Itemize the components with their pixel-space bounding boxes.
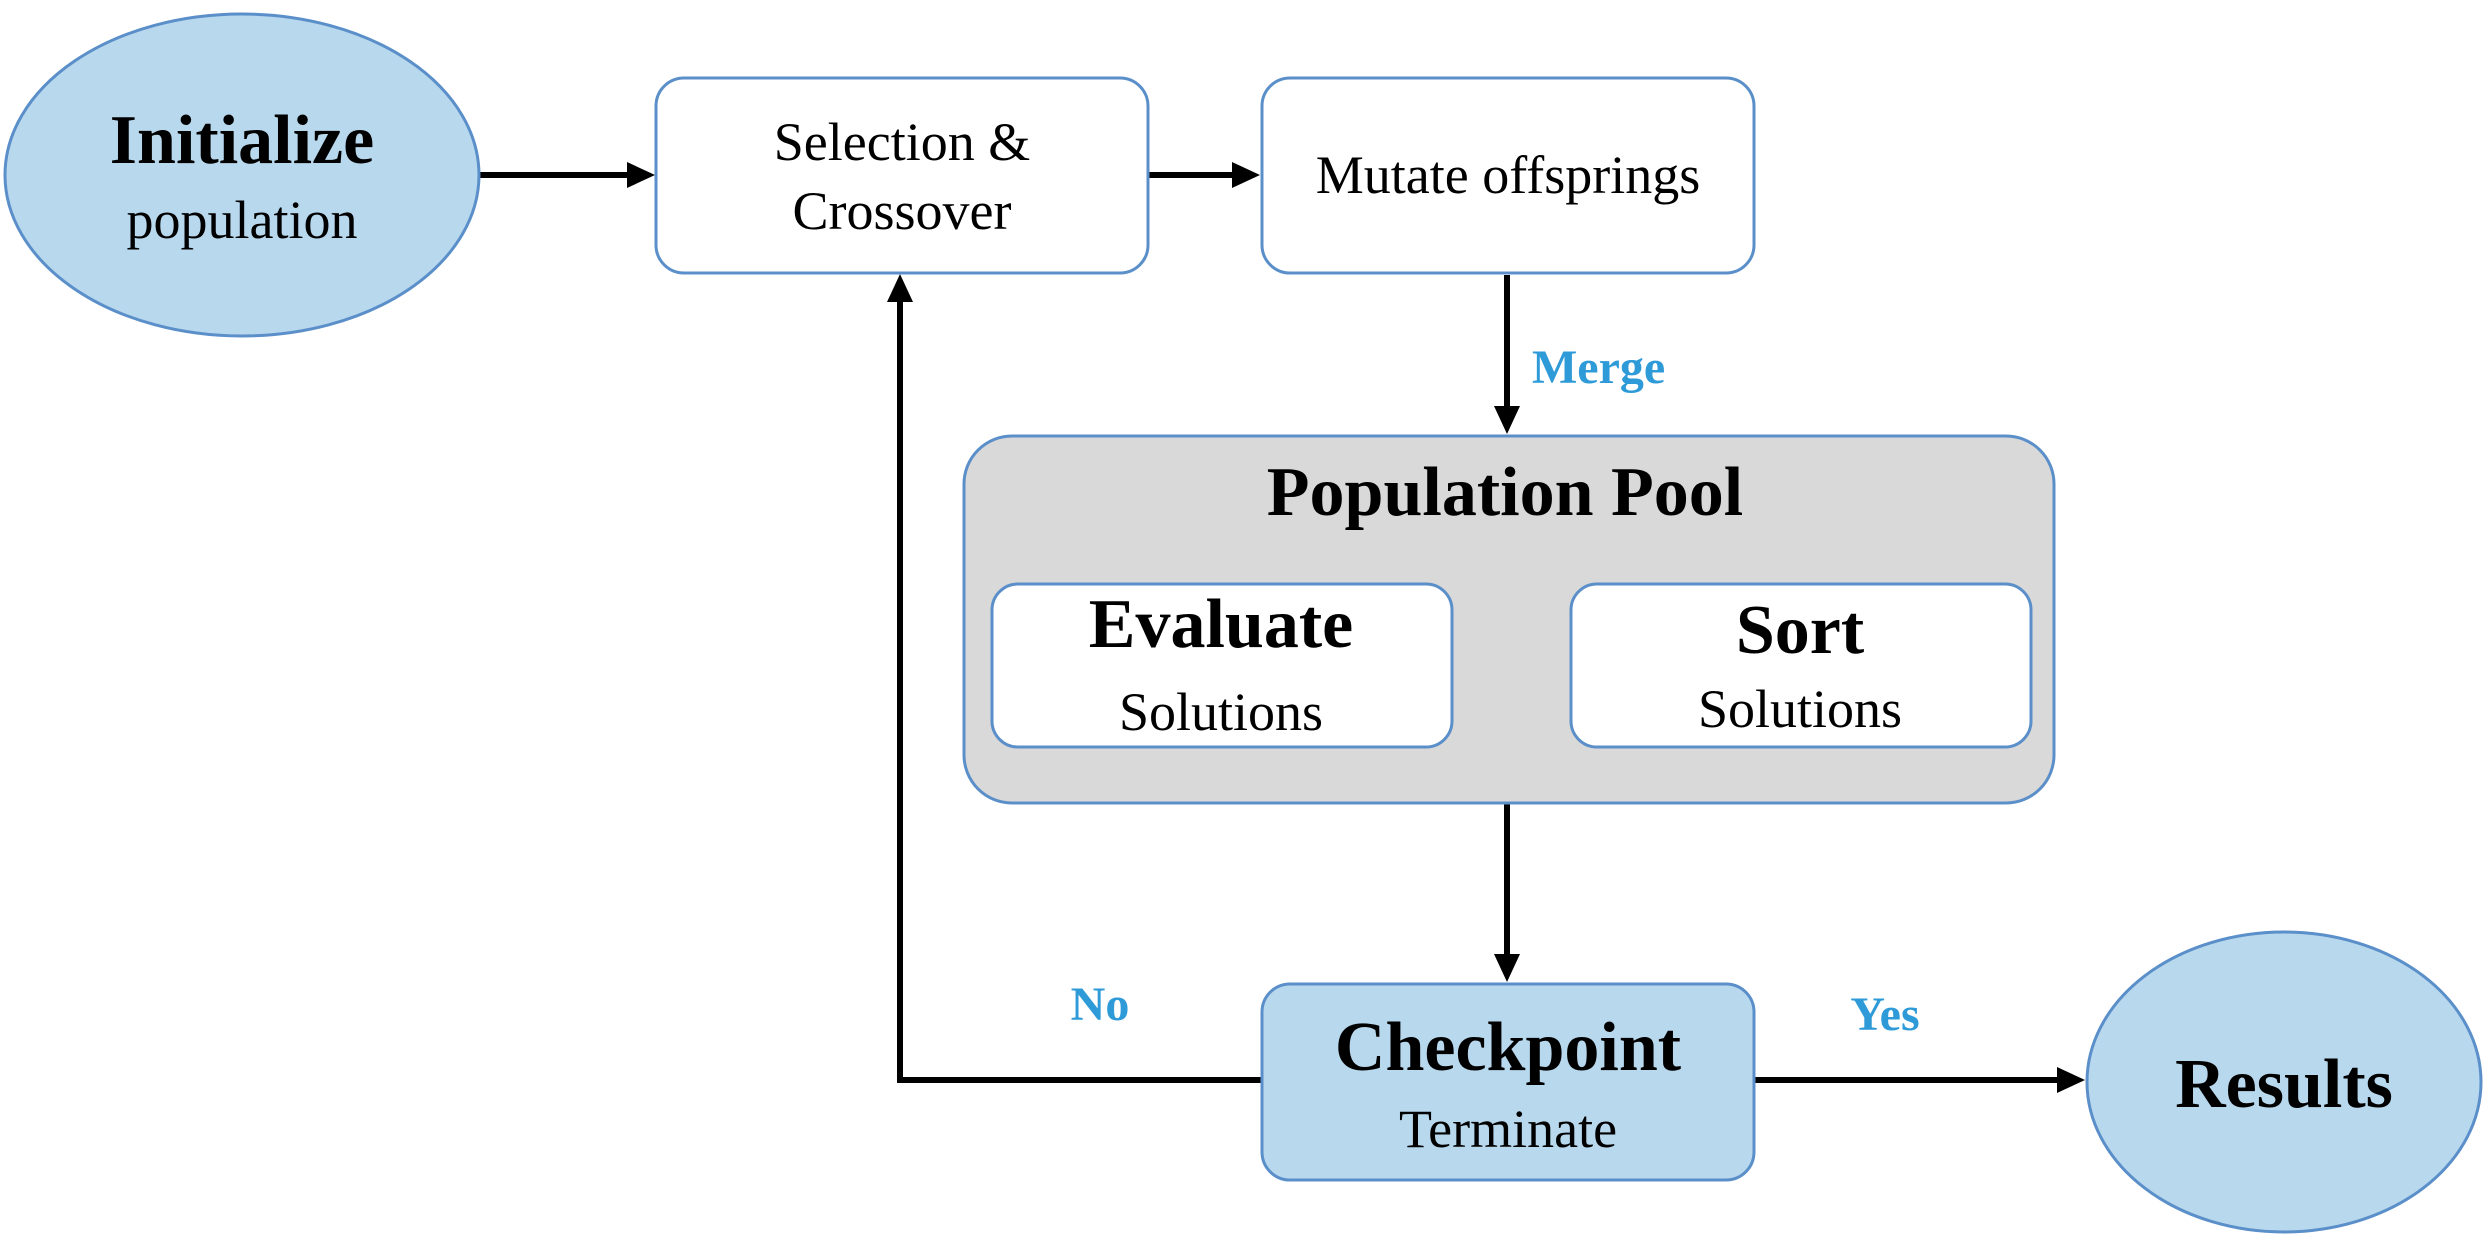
node-mutate-offsprings: Mutate offsprings [1260, 76, 1756, 275]
node-evaluate-title: Evaluate [1089, 586, 1353, 663]
node-checkpoint-subtitle: Terminate [1399, 1099, 1617, 1159]
node-selection-line1: Selection & [774, 112, 1030, 172]
node-results: Results [2085, 930, 2483, 1234]
node-initialize-title: Initialize [110, 102, 374, 179]
node-selection-line2: Crossover [793, 181, 1012, 241]
node-mutate-label: Mutate offsprings [1316, 145, 1700, 205]
edge-label-no: No [1071, 978, 1130, 1031]
edge-pool-to-checkpoint [1494, 804, 1520, 982]
node-results-title: Results [2175, 1046, 2393, 1123]
node-evaluate-solutions: Evaluate Solutions [990, 582, 1454, 749]
node-population-pool: Population Pool Evaluate Solutions Sort … [962, 434, 2056, 805]
edge-selection-to-mutate [1148, 162, 1260, 188]
edge-mutate-to-pool [1494, 275, 1520, 434]
edge-label-yes: Yes [1850, 988, 1919, 1041]
node-evaluate-subtitle: Solutions [1119, 682, 1323, 742]
edge-initialize-to-selection [478, 162, 655, 188]
node-selection-crossover: Selection & Crossover [654, 76, 1150, 275]
node-checkpoint-title: Checkpoint [1335, 1009, 1681, 1086]
edge-checkpoint-to-results [1755, 1067, 2085, 1093]
node-checkpoint: Checkpoint Terminate [1260, 982, 1756, 1182]
node-initialize-subtitle: population [127, 190, 358, 250]
node-sort-subtitle: Solutions [1698, 679, 1902, 739]
node-pool-title: Population Pool [1267, 454, 1743, 531]
edge-checkpoint-to-selection [887, 274, 1262, 1083]
edge-label-merge: Merge [1532, 341, 1665, 394]
node-sort-title: Sort [1736, 592, 1864, 669]
edges [478, 162, 2085, 1093]
node-initialize: Initialize population [3, 12, 481, 338]
node-sort-solutions: Sort Solutions [1569, 582, 2033, 749]
